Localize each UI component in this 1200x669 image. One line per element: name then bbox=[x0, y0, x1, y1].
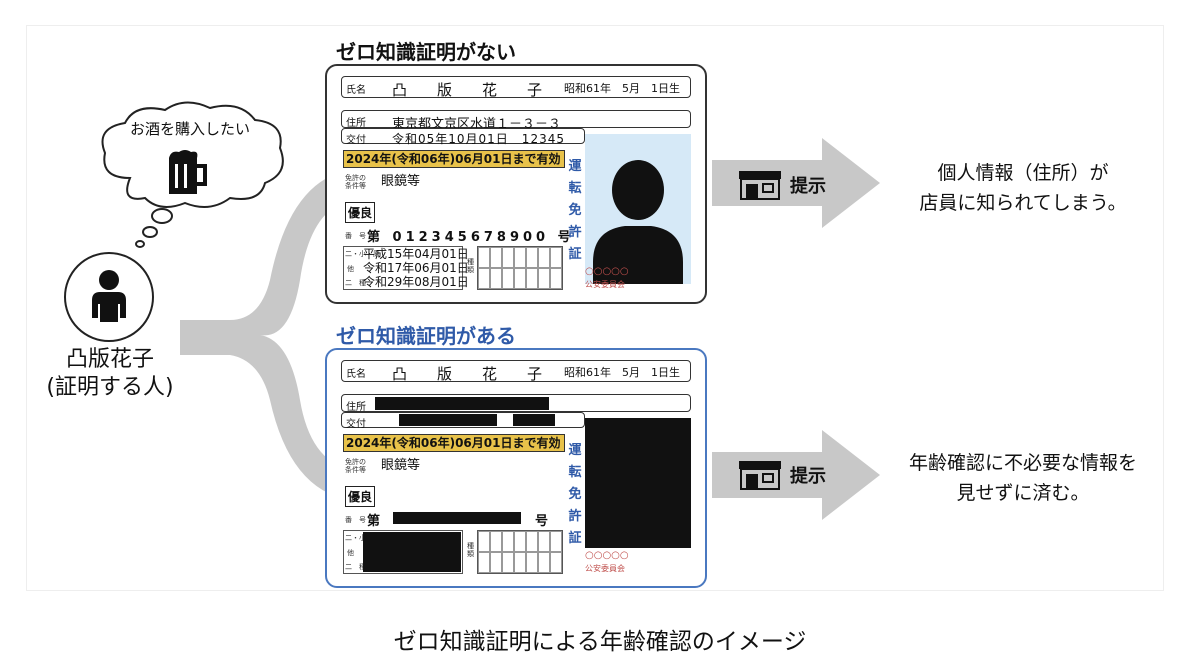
person-silhouette-icon bbox=[593, 160, 683, 284]
top-result-line2: 店員に知られてしまう。 bbox=[919, 192, 1127, 214]
date2-label: 他 bbox=[347, 549, 354, 557]
address-label: 住所 bbox=[346, 402, 366, 413]
commission-label: 公安委員会 bbox=[585, 280, 625, 289]
issued-number-redaction bbox=[513, 414, 555, 426]
yuryo-badge: 優良 bbox=[345, 486, 376, 507]
bottom-result-line2: 見せずに済む。 bbox=[956, 482, 1090, 504]
photo-redaction bbox=[585, 418, 691, 548]
number-prefix: 第 bbox=[367, 230, 385, 245]
person-avatar bbox=[64, 252, 154, 342]
issued-label: 交付 bbox=[346, 135, 366, 146]
person-name-line2: (証明する人) bbox=[46, 375, 174, 400]
id-photo bbox=[585, 134, 691, 284]
issued-label: 交付 bbox=[346, 419, 366, 430]
date3-label: 二 種 bbox=[345, 279, 366, 287]
name-label: 氏名 bbox=[346, 85, 366, 96]
date1: 平成15年04月01日 bbox=[363, 247, 469, 261]
name-label: 氏名 bbox=[346, 369, 366, 380]
bottom-result-line1: 年齢確認に不必要な情報を bbox=[908, 452, 1137, 474]
beer-mug-icon bbox=[169, 150, 207, 194]
date-table bbox=[343, 246, 463, 290]
store-icon bbox=[739, 461, 781, 490]
license-number: 012345678900 bbox=[392, 230, 550, 245]
conditions-value: 眼鏡等 bbox=[381, 458, 421, 473]
vertical-license-label: 運転免許証 bbox=[568, 443, 582, 546]
name-row: 氏名 凸版花子 昭和61年 5月 1日生 bbox=[341, 76, 691, 99]
person-name: 凸版花子 (証明する人) bbox=[30, 346, 190, 402]
commission-label: 公安委員会 bbox=[585, 564, 625, 573]
top-result-line1: 個人情報（住所）が bbox=[937, 162, 1109, 184]
date2-label: 他 bbox=[347, 265, 354, 273]
dates-column: 平成15年04月01日 令和17年06月01日 令和29年08月01日 bbox=[363, 247, 469, 289]
date1-label: 二・小・原 bbox=[345, 534, 380, 542]
top-present-label: 提示 bbox=[790, 176, 826, 197]
bottom-result-text: 年齢確認に不必要な情報を 見せずに済む。 bbox=[878, 448, 1168, 508]
issued-redaction bbox=[399, 414, 497, 426]
number-redaction bbox=[393, 512, 521, 524]
type-label: 種類 bbox=[467, 542, 474, 558]
conditions-value: 眼鏡等 bbox=[381, 174, 421, 189]
top-result-text: 個人情報（住所）が 店員に知られてしまう。 bbox=[878, 158, 1168, 218]
address-redaction bbox=[375, 397, 549, 410]
license-card-full: 氏名 凸版花子 昭和61年 5月 1日生 住所 東京都文京区水道１－３－３ 交付… bbox=[325, 64, 707, 304]
number-suffix: 号 bbox=[557, 230, 575, 245]
bottom-present-arrow bbox=[712, 430, 880, 520]
vertical-license-label: 運転免許証 bbox=[568, 159, 582, 262]
conditions-label: 免許の 条件等 bbox=[345, 174, 366, 190]
date1-label: 二・小・原 bbox=[345, 250, 380, 258]
conditions-label-2: 条件等 bbox=[345, 182, 366, 190]
bubble-text: お酒を購入したい bbox=[129, 120, 250, 138]
date3-label: 二 種 bbox=[345, 563, 366, 571]
conditions-label-1: 免許の bbox=[345, 174, 366, 182]
type-label: 種類 bbox=[467, 258, 474, 274]
commission-circles: ○○○○○ bbox=[585, 266, 629, 277]
license-type-grid bbox=[477, 530, 563, 574]
date3: 令和29年08月01日 bbox=[363, 275, 469, 289]
name-value: 凸版花子 bbox=[392, 81, 573, 99]
birth-date: 昭和61年 5月 1日生 bbox=[564, 366, 680, 379]
date-table bbox=[343, 530, 463, 574]
conditions-label-2: 条件等 bbox=[345, 466, 366, 474]
address-row: 住所 東京都文京区水道１－３－３ bbox=[341, 110, 691, 132]
license-number-line: 第 012345678900 号 bbox=[367, 226, 575, 245]
number-suffix: 号 bbox=[535, 514, 553, 529]
birth-date: 昭和61年 5月 1日生 bbox=[564, 82, 680, 95]
store-icon bbox=[739, 171, 781, 200]
number-label: 番 号 bbox=[345, 516, 366, 524]
top-present-arrow bbox=[712, 138, 880, 228]
date2: 令和17年06月01日 bbox=[363, 261, 469, 275]
name-value: 凸版花子 bbox=[392, 365, 573, 383]
bottom-present-label: 提示 bbox=[790, 466, 826, 487]
license-type-grid bbox=[477, 246, 563, 290]
top-section-title: ゼロ知識証明がない bbox=[336, 40, 516, 64]
issued-row: 交付 令和05年10月01日 12345 bbox=[341, 128, 585, 146]
person-icon bbox=[92, 270, 126, 322]
number-label: 番 号 bbox=[345, 232, 366, 240]
name-row-redacted: 氏名 凸版花子 昭和61年 5月 1日生 bbox=[341, 360, 691, 383]
branch-brace bbox=[180, 170, 350, 500]
bottom-section-title: ゼロ知識証明がある bbox=[336, 324, 516, 348]
figure-caption: ゼロ知識証明による年齢確認のイメージ bbox=[393, 629, 807, 655]
conditions-label-1: 免許の bbox=[345, 458, 366, 466]
yuryo-badge: 優良 bbox=[345, 202, 376, 223]
person-name-line1: 凸版花子 bbox=[65, 347, 154, 372]
commission-circles: ○○○○○ bbox=[585, 550, 629, 561]
dates-redaction bbox=[363, 532, 461, 572]
issued-value: 令和05年10月01日 12345 bbox=[392, 132, 565, 146]
expiry-band: 2024年(令和06年)06月01日まで有効 bbox=[343, 150, 565, 168]
address-label: 住所 bbox=[346, 118, 366, 129]
expiry-band: 2024年(令和06年)06月01日まで有効 bbox=[343, 434, 565, 452]
number-prefix: 第 bbox=[367, 514, 385, 529]
license-card-redacted: 氏名 凸版花子 昭和61年 5月 1日生 住所 交付 2024年(令和06年)0… bbox=[325, 348, 707, 588]
conditions-label: 免許の 条件等 bbox=[345, 458, 366, 474]
